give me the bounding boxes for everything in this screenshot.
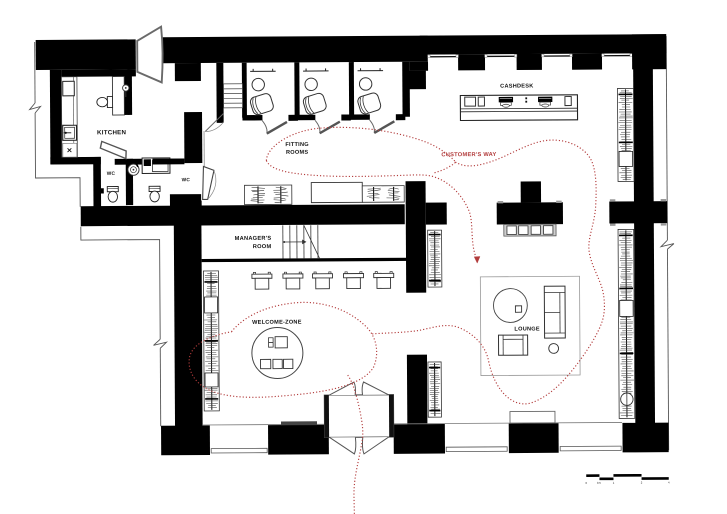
svg-text:MANAGER'S: MANAGER'S: [235, 236, 272, 242]
svg-text:WC: WC: [107, 171, 116, 177]
svg-text:4: 4: [668, 480, 670, 484]
svg-text:WC: WC: [182, 177, 191, 183]
svg-text:0.5: 0.5: [597, 481, 601, 485]
svg-text:ROOM: ROOM: [253, 244, 272, 250]
svg-text:LOUNGE: LOUNGE: [514, 326, 539, 332]
svg-text:KITCHEN: KITCHEN: [97, 129, 127, 136]
svg-text:ROOMS: ROOMS: [286, 150, 308, 156]
svg-text:2: 2: [641, 481, 643, 485]
svg-text:1: 1: [613, 481, 615, 485]
svg-text:CUSTOMER'S WAY: CUSTOMER'S WAY: [441, 152, 496, 158]
svg-text:WELCOME-ZONE: WELCOME-ZONE: [252, 320, 302, 326]
svg-text:CASHDESK: CASHDESK: [500, 83, 533, 89]
svg-text:0: 0: [585, 481, 587, 485]
svg-text:FITTING: FITTING: [285, 142, 309, 148]
